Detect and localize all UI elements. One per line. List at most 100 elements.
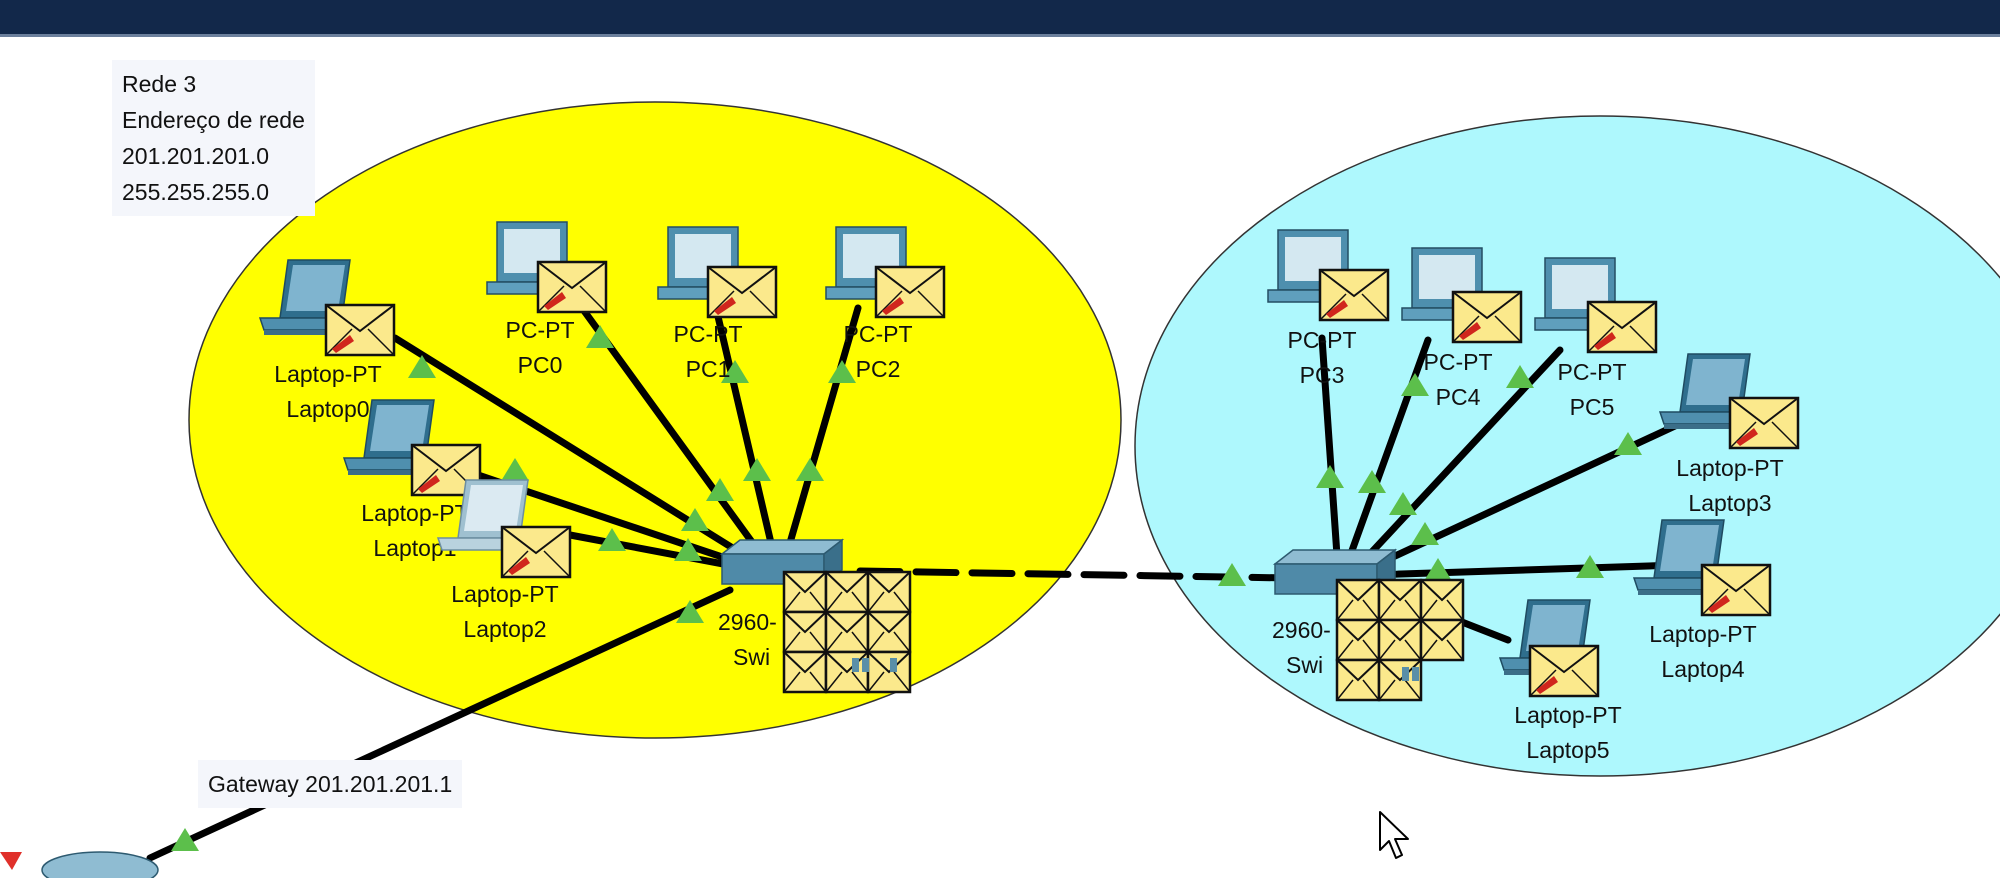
device-name-label: PC0	[518, 352, 563, 378]
device-laptop5[interactable]: Laptop-PT Laptop5	[1499, 599, 1622, 763]
title-bar	[0, 0, 2000, 34]
pdu-stack[interactable]	[1335, 578, 1465, 702]
device-pc3[interactable]: PC-PT PC3	[1267, 229, 1390, 388]
envelope-icon[interactable]	[1318, 268, 1390, 322]
envelope-icon[interactable]	[1377, 578, 1423, 622]
note-network-address: 201.201.201.0	[122, 143, 270, 169]
device-model-label: PC-PT	[506, 317, 575, 343]
device-model-label: Laptop-PT	[361, 500, 468, 526]
device-pc5[interactable]: PC-PT PC5	[1534, 257, 1658, 420]
note-network-mask: 255.255.255.0	[122, 179, 270, 205]
note-network-heading: Endereço de rede	[122, 107, 305, 133]
envelope-icon[interactable]	[1377, 618, 1423, 662]
envelope-icon[interactable]	[500, 525, 572, 579]
link-up-icon	[1614, 432, 1642, 455]
envelope-icon[interactable]	[824, 650, 870, 694]
link-up-icon	[1576, 555, 1604, 578]
device-laptop0[interactable]: Laptop-PT Laptop0	[259, 259, 396, 422]
envelope-icon[interactable]	[866, 570, 912, 614]
device-pc2[interactable]: PC-PT PC2	[825, 226, 946, 382]
device-model-label: PC-PT	[844, 321, 913, 347]
envelope-icon[interactable]	[324, 303, 396, 357]
envelope-icon[interactable]	[536, 260, 608, 314]
device-model-label: PC-PT	[1288, 327, 1357, 353]
device-model-label: 2960-	[1272, 617, 1331, 643]
envelope-icon[interactable]	[1335, 578, 1381, 622]
mouse-pointer-icon	[1379, 811, 1409, 859]
device-name-label: PC1	[686, 356, 731, 382]
device-pc1[interactable]: PC-PT PC1	[657, 226, 778, 382]
device-pc0[interactable]: PC-PT PC0	[486, 221, 608, 378]
envelope-icon[interactable]	[782, 570, 828, 614]
device-switch-right[interactable]: 2960- Swi	[1272, 549, 1465, 702]
device-name-label: Swi	[1286, 652, 1323, 678]
link-up-icon	[796, 458, 824, 481]
link-up-icon	[1411, 522, 1439, 545]
title-bar-border	[0, 34, 2000, 37]
envelope-icon[interactable]	[866, 610, 912, 654]
link-up-icon	[1424, 558, 1452, 581]
envelope-icon[interactable]	[1528, 644, 1600, 698]
device-router[interactable]	[0, 851, 159, 878]
device-laptop1[interactable]: Laptop-PT Laptop1	[343, 399, 482, 561]
envelope-icon[interactable]	[782, 610, 828, 654]
device-name-label: Laptop0	[286, 396, 369, 422]
device-model-label: Laptop-PT	[1514, 702, 1621, 728]
device-laptop3[interactable]: Laptop-PT Laptop3	[1659, 353, 1800, 516]
device-model-label: Laptop-PT	[1649, 621, 1756, 647]
link-pc0-switch	[578, 304, 769, 564]
link-up-icon	[721, 360, 749, 383]
envelope-icon[interactable]	[874, 265, 946, 319]
envelope-icon[interactable]	[706, 265, 778, 319]
envelope-icon[interactable]	[1419, 578, 1465, 622]
network-note[interactable]: Rede 3 Endereço de rede 201.201.201.0 25…	[112, 60, 315, 216]
router-icon	[41, 851, 159, 878]
link-up-icon	[501, 458, 529, 481]
device-name-label: PC2	[856, 356, 901, 382]
link-pc1-switch	[712, 304, 779, 564]
envelope-icon[interactable]	[1728, 396, 1800, 450]
envelope-icon[interactable]	[782, 650, 828, 694]
device-model-label: Laptop-PT	[1676, 455, 1783, 481]
envelope-icon[interactable]	[1451, 290, 1523, 344]
device-pc4[interactable]: PC-PT PC4	[1401, 247, 1523, 410]
device-switch-left[interactable]: 2960- Swi	[718, 539, 912, 694]
device-model-label: Laptop-PT	[451, 581, 558, 607]
device-model-label: Laptop-PT	[274, 361, 381, 387]
link-up-icon	[743, 458, 771, 481]
device-name-label: Laptop3	[1688, 490, 1771, 516]
envelope-icon[interactable]	[1700, 563, 1772, 617]
links	[146, 304, 1722, 862]
link-up-icon	[674, 538, 702, 561]
envelope-icon[interactable]	[824, 570, 870, 614]
envelope-icon[interactable]	[1419, 618, 1465, 662]
link-status-indicators	[171, 325, 1642, 851]
device-model-label: PC-PT	[674, 321, 743, 347]
envelope-icon[interactable]	[1335, 658, 1381, 702]
link-up-icon	[1506, 365, 1534, 388]
link-up-icon	[586, 325, 614, 348]
note-network-name: Rede 3	[122, 71, 197, 97]
link-up-icon	[681, 508, 709, 531]
link-up-icon	[706, 478, 734, 501]
link-up-icon	[828, 360, 856, 383]
envelope-icon[interactable]	[1335, 618, 1381, 662]
envelope-icon[interactable]	[1586, 300, 1658, 354]
link-pc3-switch	[1318, 334, 1342, 574]
device-name-label: PC4	[1436, 384, 1481, 410]
device-name-label: Laptop5	[1526, 737, 1609, 763]
device-laptop4[interactable]: Laptop-PT Laptop4	[1633, 519, 1772, 682]
pdu-stack[interactable]	[782, 570, 912, 694]
link-up-icon	[1401, 373, 1429, 396]
link-up-icon	[598, 528, 626, 551]
gateway-note[interactable]: Gateway 201.201.201.1	[198, 760, 463, 808]
device-laptop2[interactable]: Laptop-PT Laptop2	[437, 479, 572, 642]
link-pc2-switch	[781, 304, 862, 564]
envelope-icon[interactable]	[824, 610, 870, 654]
link-router-switch	[146, 586, 734, 862]
link-up-icon	[1389, 492, 1417, 515]
link-up-icon	[171, 828, 199, 851]
device-name-label: PC5	[1570, 394, 1615, 420]
envelope-icon[interactable]	[866, 650, 912, 694]
